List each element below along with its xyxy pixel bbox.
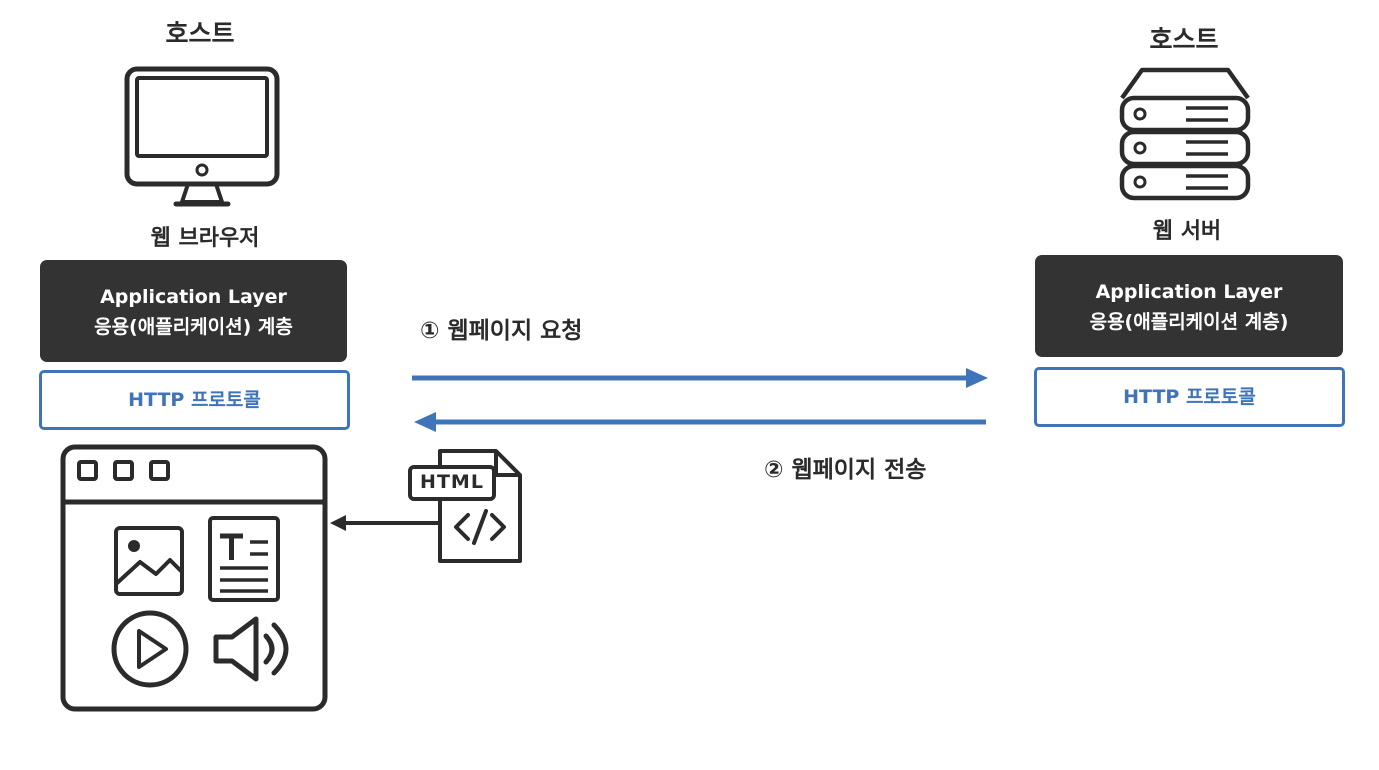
monitor-icon	[124, 66, 280, 207]
server-http-protocol-label: HTTP 프로토콜	[1123, 386, 1256, 408]
browser-window-icon	[60, 444, 328, 712]
server-host-label: 호스트	[1149, 25, 1219, 54]
response-arrow	[414, 412, 986, 432]
client-http-protocol-label: HTTP 프로토콜	[128, 389, 261, 411]
client-http-protocol-box: HTTP 프로토콜	[39, 370, 350, 430]
server-http-protocol-box: HTTP 프로토콜	[1034, 367, 1345, 427]
server-icon	[1119, 67, 1251, 201]
request-arrow	[412, 368, 988, 388]
client-application-layer-ko: 응용(애플리케이션) 계층	[94, 316, 293, 338]
play-icon	[111, 610, 189, 688]
text-document-icon	[208, 516, 280, 602]
server-application-layer-ko: 응용(애플리케이션 계층)	[1089, 311, 1289, 333]
server-application-layer-box: Application Layer 응용(애플리케이션 계층)	[1035, 255, 1343, 357]
speaker-icon	[213, 616, 289, 682]
step-response-label: ② 웹페이지 전송	[764, 457, 927, 483]
client-application-layer-box: Application Layer 응용(애플리케이션) 계층	[40, 260, 347, 362]
step-request-label: ① 웹페이지 요청	[420, 318, 583, 344]
client-app-label: 웹 브라우저	[150, 226, 260, 251]
html-file-badge: HTML	[420, 471, 484, 493]
file-to-browser-arrow	[330, 515, 439, 531]
server-application-layer-title: Application Layer	[1095, 281, 1283, 303]
server-app-label: 웹 서버	[1152, 219, 1222, 244]
image-icon	[114, 526, 184, 596]
client-application-layer-title: Application Layer	[100, 286, 287, 308]
html-file-icon: HTML	[406, 447, 526, 567]
client-host-label: 호스트	[165, 19, 235, 48]
